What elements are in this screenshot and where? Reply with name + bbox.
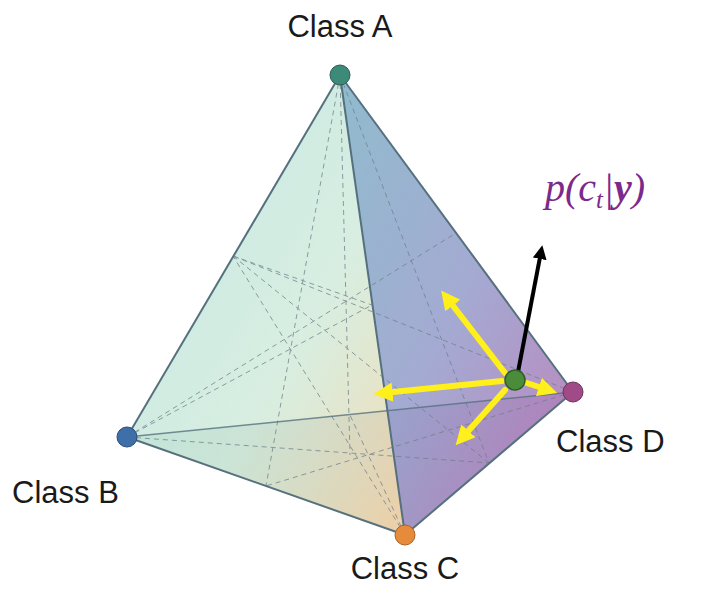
right-face <box>340 75 573 535</box>
vertex-dot <box>117 427 137 447</box>
vertex-label: Class D <box>556 425 665 459</box>
gradient-arrows <box>383 298 548 438</box>
probability-point <box>505 370 525 390</box>
pointer-arrow <box>518 252 541 372</box>
vertex-label: Class A <box>287 10 392 44</box>
vertex-label: Class B <box>12 476 119 510</box>
vertex-dot <box>395 525 415 545</box>
dashed-medians <box>127 75 573 535</box>
probability-label: p(ct|y) <box>545 166 645 214</box>
vertex-dot <box>330 65 350 85</box>
vertex-dot <box>563 382 583 402</box>
vertex-label: Class C <box>351 552 460 586</box>
tetrahedron-edges <box>127 75 573 535</box>
